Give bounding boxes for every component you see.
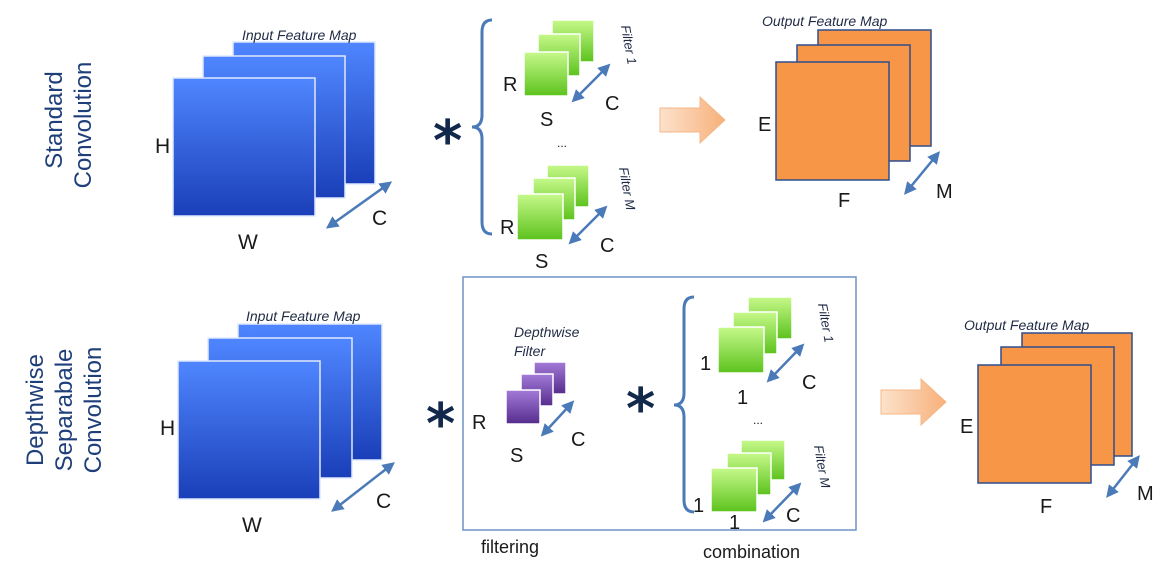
- filter-1-c-standard: C: [605, 93, 619, 115]
- pointwise-filter-1-c: C: [802, 372, 816, 394]
- output-feature-map-depthwise: [977, 332, 1133, 484]
- convolution-operator-standard: *: [433, 109, 462, 174]
- result-arrow-standard: [659, 95, 726, 145]
- pointwise-filter-m-one-bottom: 1: [729, 512, 740, 534]
- pointwise-filter-m-c: C: [786, 505, 800, 527]
- input-feature-map-depthwise: [177, 323, 383, 500]
- pointwise-filter-1-one-bottom: 1: [737, 387, 748, 409]
- depthwise-filter-layer-front: [505, 389, 541, 425]
- pointwise-filter-m-one-left: 1: [693, 495, 704, 517]
- combination-stage-label: combination: [703, 542, 800, 562]
- output-map-depth-arrow-standard: [904, 151, 940, 195]
- filter-ellipsis-standard: ...: [557, 136, 567, 150]
- filter-m-layer-front: [516, 193, 564, 241]
- filter-1-s-standard: S: [540, 109, 553, 131]
- row-label-standard-line1: Standard: [41, 71, 68, 168]
- filter-set-bracket-pointwise: [673, 295, 695, 514]
- row-label-depthwise-line1: Depthwise: [22, 354, 49, 466]
- depthwise-filter-r: R: [472, 412, 486, 434]
- depthwise-filter-stack: [505, 361, 567, 425]
- row-label-depthwise-line3: Convolution: [80, 347, 107, 474]
- input-map-w-depthwise: W: [242, 514, 262, 537]
- pointwise-filter-1-name: Filter 1: [815, 302, 837, 344]
- input-map-dw-layer-front: [177, 360, 321, 500]
- pointwise-filter-1-layer-front: [717, 326, 765, 374]
- filter-1-layer-front: [523, 51, 569, 97]
- input-map-w-standard: W: [238, 231, 258, 254]
- output-map-depth-arrow-depthwise: [1106, 455, 1140, 498]
- input-map-depth-arrow-standard: [325, 181, 393, 229]
- filter-m-r-standard: R: [500, 217, 514, 239]
- filter-m-depth-arrow-standard: [568, 205, 608, 245]
- filter-m-s-standard: S: [535, 251, 548, 273]
- filter-1-stack-standard: [523, 19, 595, 97]
- filter-m-name-standard: Filter M: [616, 166, 638, 211]
- depthwise-filter-s: S: [510, 445, 523, 467]
- output-map-m-depthwise: M: [1137, 483, 1154, 505]
- input-feature-map-standard: [172, 41, 376, 217]
- pointwise-filter-1-depth-arrow: [766, 343, 805, 383]
- filter-set-bracket-standard: [471, 18, 493, 236]
- output-map-dw-layer-front: [977, 364, 1092, 484]
- pointwise-filter-ellipsis: ...: [753, 413, 763, 427]
- result-arrow-depthwise: [880, 377, 947, 427]
- input-map-layer-front: [172, 77, 316, 217]
- row-label-depthwise: Depthwise Separabale Convolution: [22, 347, 107, 474]
- output-map-e-depthwise: E: [960, 416, 973, 438]
- depthwise-filter-c: C: [571, 429, 585, 451]
- input-map-h-standard: H: [155, 135, 170, 158]
- input-map-title-standard: Input Feature Map: [242, 27, 357, 43]
- pointwise-filter-1-one-left: 1: [700, 353, 711, 375]
- filter-m-stack-standard: [516, 164, 590, 241]
- row-label-depthwise-line2: Separabale: [51, 349, 78, 472]
- row-label-standard: Standard Convolution: [41, 62, 97, 189]
- output-map-m-standard: M: [936, 181, 953, 203]
- depthwise-filter-title-line2: Filter: [514, 343, 546, 359]
- pointwise-filter-m-stack: [710, 439, 786, 513]
- filtering-stage-label: filtering: [481, 537, 539, 557]
- input-map-c-depthwise: C: [376, 490, 391, 513]
- output-map-f-depthwise: F: [1040, 496, 1052, 518]
- filter-1-depth-arrow-standard: [571, 63, 611, 103]
- input-map-h-depthwise: H: [160, 417, 175, 440]
- output-map-f-standard: F: [838, 190, 850, 212]
- filter-m-c-standard: C: [600, 235, 614, 257]
- filter-1-r-standard: R: [503, 74, 517, 96]
- pointwise-filter-1-stack: [717, 296, 793, 374]
- pointwise-filter-m-layer-front: [710, 467, 758, 513]
- depthwise-filter-title-line1: Depthwise: [514, 324, 580, 340]
- depthwise-filter-depth-arrow: [540, 400, 575, 437]
- output-map-title-depthwise: Output Feature Map: [964, 317, 1090, 333]
- input-map-depth-arrow-depthwise: [331, 462, 395, 512]
- output-map-layer-front: [775, 61, 890, 181]
- convolution-operator-pointwise: *: [626, 377, 655, 442]
- output-map-title-standard: Output Feature Map: [762, 13, 888, 29]
- convolution-operator-depthwise: *: [426, 392, 455, 457]
- depthwise-separable-box: [462, 276, 857, 531]
- input-map-c-standard: C: [372, 207, 387, 230]
- filter-1-name-standard: Filter 1: [618, 24, 640, 66]
- pointwise-filter-m-depth-arrow: [762, 482, 802, 523]
- row-label-standard-line2: Convolution: [70, 62, 97, 189]
- output-map-e-standard: E: [758, 114, 771, 136]
- output-feature-map-standard: [775, 29, 932, 181]
- pointwise-filter-m-name: Filter M: [811, 444, 833, 489]
- input-map-title-depthwise: Input Feature Map: [246, 308, 361, 324]
